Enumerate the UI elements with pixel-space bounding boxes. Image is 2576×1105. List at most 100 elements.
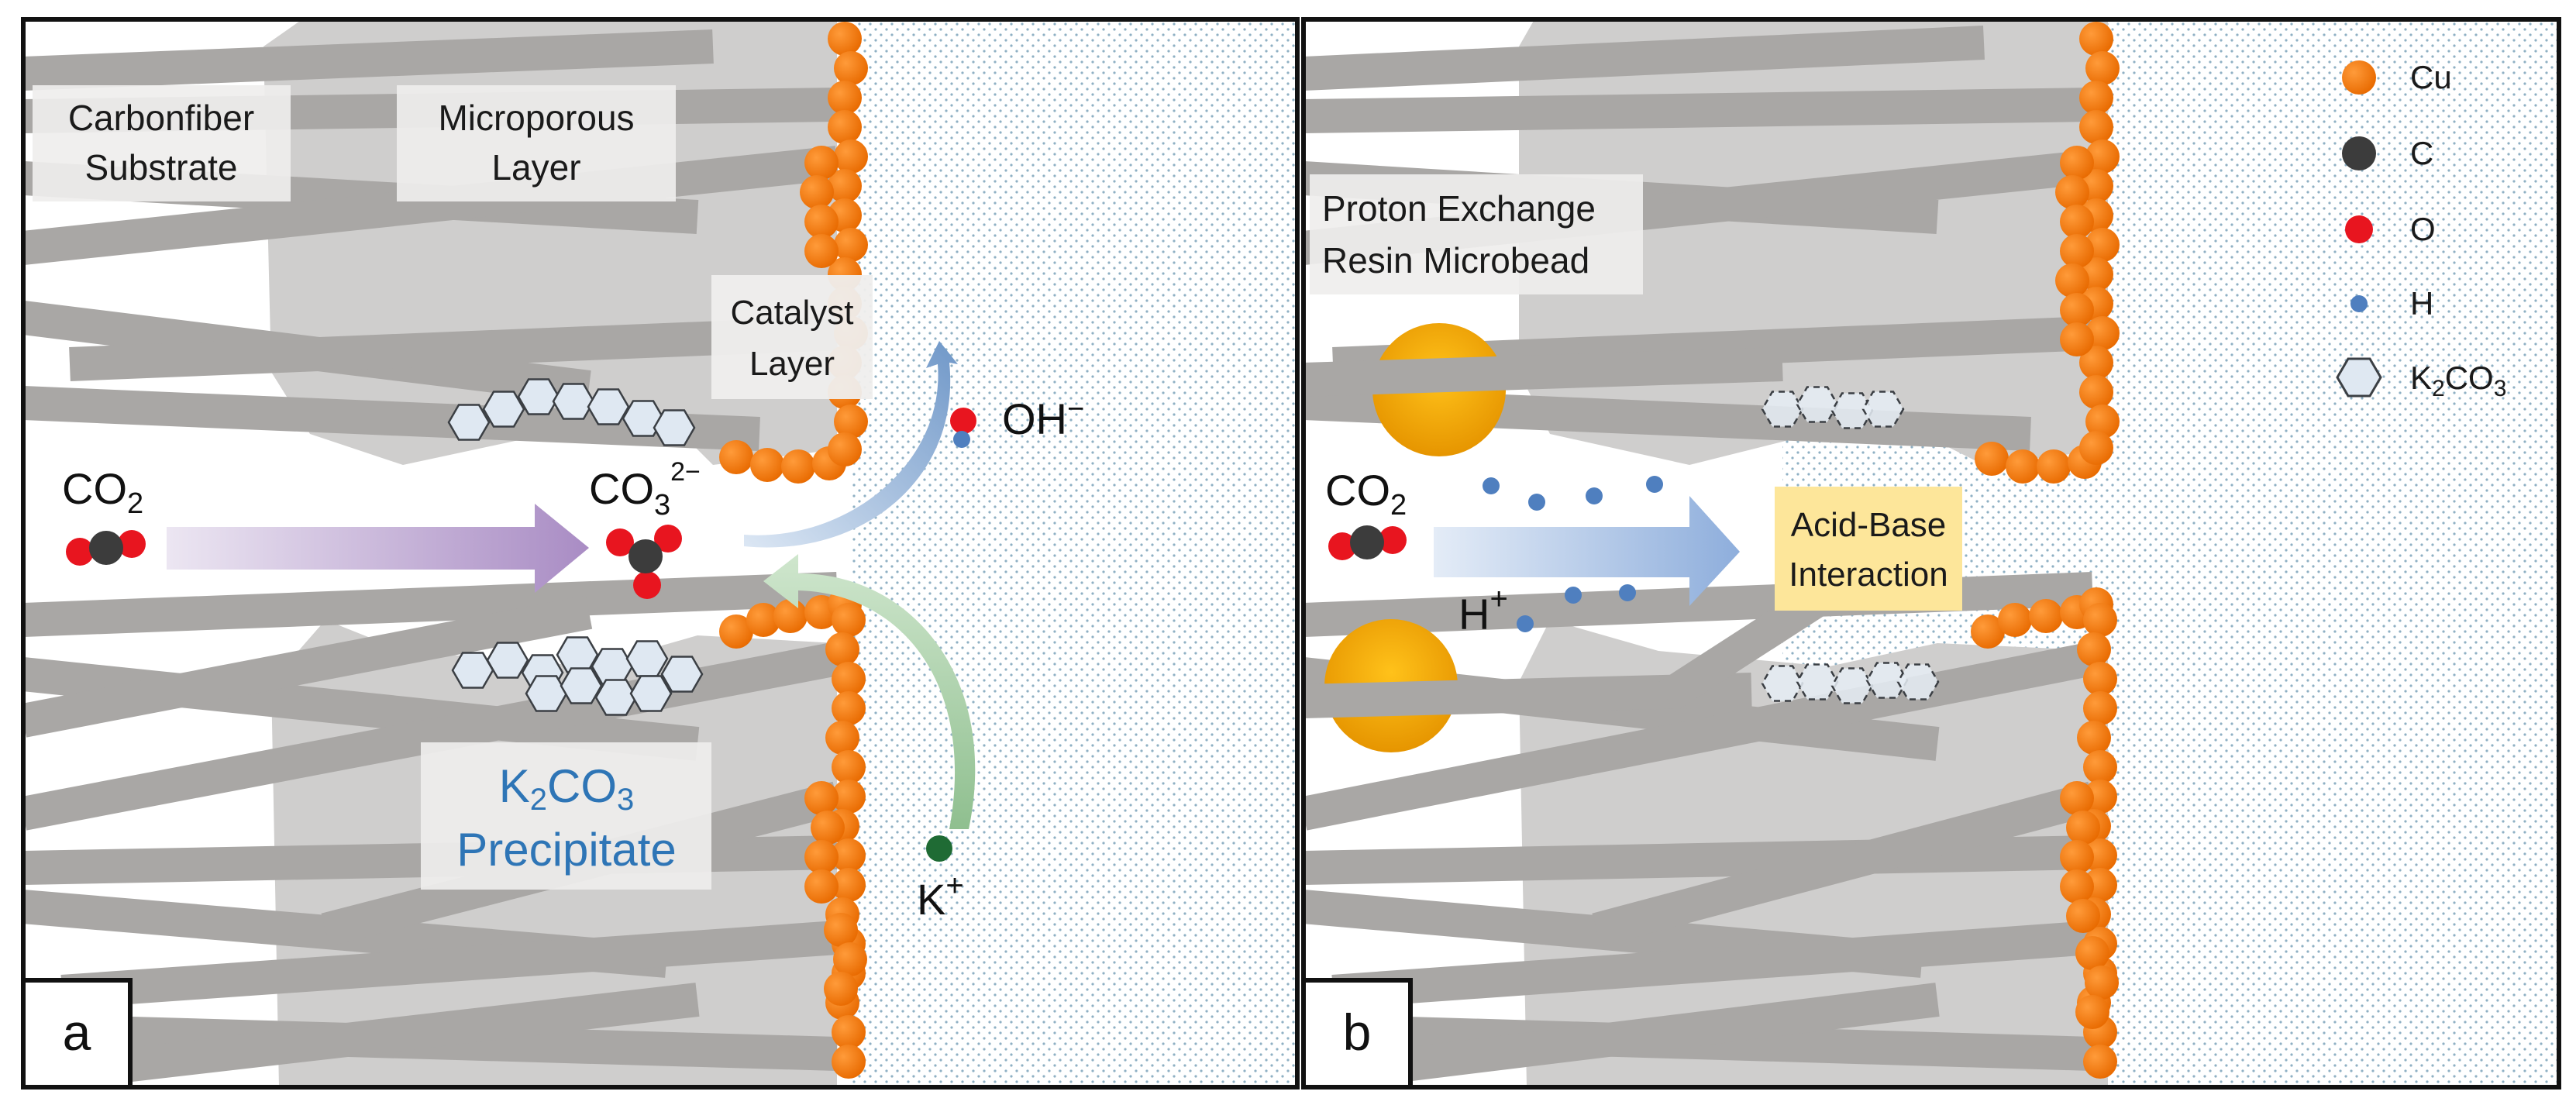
svg-text:Microporous: Microporous — [438, 98, 634, 138]
legend-c-label: C — [2410, 135, 2433, 171]
proton — [1646, 476, 1663, 493]
cu-particle — [804, 840, 839, 874]
k2co3-crystal — [525, 675, 568, 712]
k2co3-dissolved-crystals — [1761, 386, 1940, 704]
cu-particle — [2060, 840, 2094, 874]
k2co3-crystal — [486, 642, 529, 679]
hydroxide-curve-arrow — [744, 341, 958, 548]
k2co3-crystal — [1830, 667, 1874, 704]
k2co3-crystal — [447, 404, 491, 441]
cu-particle — [2083, 691, 2117, 725]
cu-particle — [2060, 234, 2094, 268]
cu-particle — [832, 838, 866, 873]
k2co3-precipitate-crystals — [447, 378, 704, 716]
cu-particle — [1975, 442, 2009, 476]
cu-particle — [750, 448, 784, 482]
proton — [1528, 494, 1545, 511]
carbon-fiber — [1303, 88, 2093, 133]
cu-particle — [832, 1045, 866, 1079]
svg-text:Resin Microbead: Resin Microbead — [1322, 240, 1589, 281]
cu-particle — [2055, 263, 2089, 298]
cu-particle — [832, 603, 866, 637]
cu-particle — [834, 139, 868, 174]
legend: Cu C O H K2CO3 — [2336, 59, 2506, 401]
co2-diffusion-arrow — [1434, 496, 1740, 606]
cu-particle — [2079, 22, 2113, 56]
co2-molecule — [66, 530, 146, 566]
k2co3-crystal — [1761, 665, 1804, 702]
potassium-ion — [926, 835, 952, 862]
cu-particle — [825, 721, 859, 755]
k2co3-crystal — [1830, 392, 1874, 429]
cu-particle — [2060, 146, 2094, 180]
cu-particle — [2079, 81, 2113, 115]
potassium-label: K+ — [917, 869, 964, 924]
electrolyte-region — [852, 19, 1297, 1087]
cu-particle — [828, 22, 862, 56]
carbon-fiber — [23, 983, 700, 1087]
cu-particle — [2083, 750, 2117, 784]
k2co3-crystal — [560, 667, 603, 704]
svg-text:Layer: Layer — [749, 345, 835, 383]
hydroxide-ion-molecule — [950, 408, 976, 448]
legend-o-label: O — [2410, 211, 2436, 247]
cu-particle — [824, 913, 858, 947]
potassium-curve-arrow — [763, 554, 976, 829]
carbon-fiber — [1331, 921, 2094, 1009]
catalyst-layer-label: Catalyst Layer — [711, 275, 873, 399]
svg-text:K2CO3: K2CO3 — [499, 760, 635, 817]
cu-particle — [834, 51, 868, 85]
cu-particle — [804, 146, 839, 180]
carbonate-ion-molecule — [606, 525, 682, 599]
cu-particle — [800, 175, 834, 209]
proton-label: H+ — [1458, 582, 1508, 639]
k2co3-crystal — [1796, 663, 1839, 701]
cu-particle — [834, 228, 868, 262]
k2co3-crystal — [594, 679, 638, 716]
cu-particle — [804, 869, 839, 904]
cu-particle — [2077, 632, 2111, 666]
legend-o-swatch — [2345, 215, 2373, 243]
cu-particle — [2083, 603, 2117, 637]
cu-particle — [828, 110, 862, 144]
carbon-fiber — [23, 642, 841, 831]
carbonate-label: CO32− — [589, 457, 701, 522]
cu-particle — [834, 404, 868, 439]
cu-particle — [719, 440, 753, 474]
carbon-fiber — [1303, 347, 1783, 397]
cu-particle — [824, 972, 858, 1006]
cu-particle — [746, 603, 780, 637]
cu-particle — [832, 750, 866, 784]
cu-particle — [2075, 995, 2109, 1029]
cu-particle — [2085, 404, 2120, 439]
co2-label: CO2 — [62, 464, 143, 520]
k2co3-crystal — [1761, 391, 1804, 428]
cu-particle — [832, 1015, 866, 1049]
cu-particle — [832, 662, 866, 696]
k2co3-crystal — [1865, 662, 1909, 699]
legend-cu-label: Cu — [2410, 59, 2452, 95]
cu-particle — [832, 691, 866, 725]
cu-particle — [1971, 614, 2005, 649]
cu-particle — [2079, 375, 2113, 409]
cu-particle — [2066, 811, 2100, 845]
svg-text:Catalyst: Catalyst — [731, 294, 854, 332]
cu-particle — [2029, 599, 2063, 633]
cu-particle — [2083, 1045, 2117, 1079]
cu-particle — [2085, 228, 2120, 262]
proton — [1517, 615, 1534, 632]
carbon-fiber — [60, 921, 839, 1009]
proton-dots — [1483, 476, 1663, 632]
cu-particle — [828, 169, 862, 203]
proton — [1565, 587, 1582, 604]
co2-molecule — [1328, 525, 1407, 560]
cu-particle — [2077, 721, 2111, 755]
cu-particle — [2079, 346, 2113, 380]
cu-particle — [2006, 449, 2040, 484]
k2co3-crystal — [587, 388, 630, 425]
cu-particle — [2055, 175, 2089, 209]
carbon-fiber — [23, 29, 714, 91]
cu-particle — [804, 234, 839, 268]
cu-particle — [773, 599, 808, 633]
